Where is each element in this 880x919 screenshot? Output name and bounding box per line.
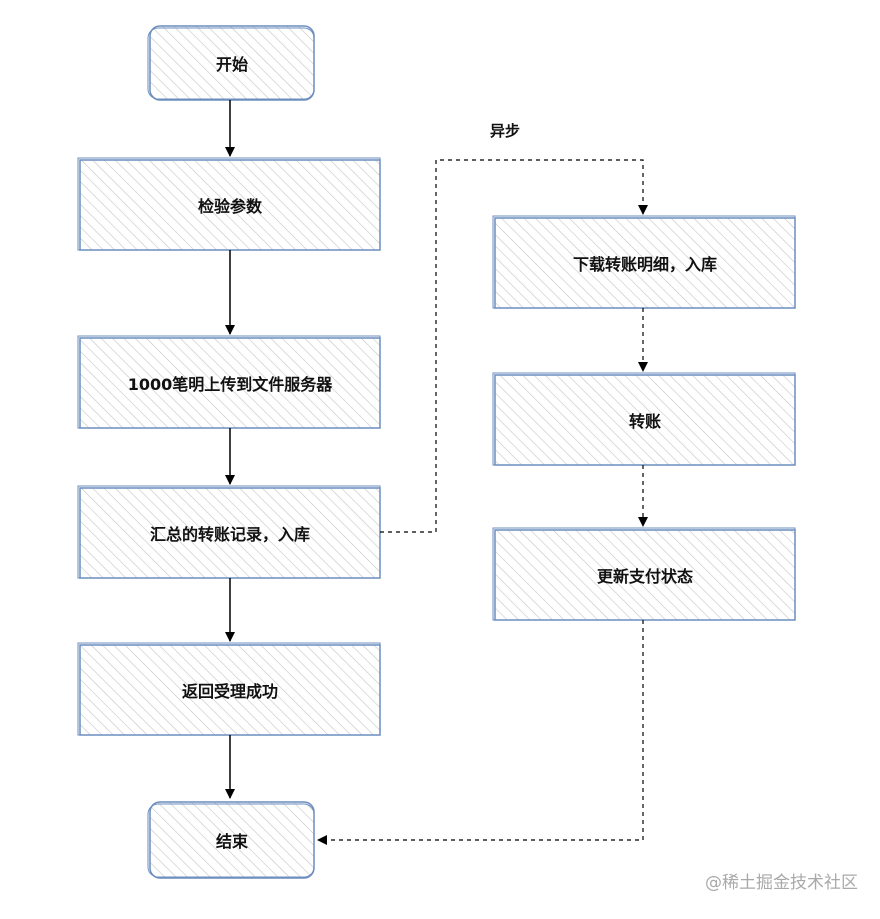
node-end xyxy=(147,801,315,879)
node-download-label: 下载转账明细，入库 xyxy=(572,255,717,274)
node-transfer xyxy=(492,372,796,466)
watermark-text: @稀土掘金技术社区 xyxy=(705,873,858,893)
node-summarize-label: 汇总的转账记录，入库 xyxy=(149,525,310,544)
node-update-status-label: 更新支付状态 xyxy=(596,567,693,586)
arrow-update-to-end xyxy=(317,620,644,845)
node-start xyxy=(147,25,315,101)
node-upload-label: 1000笔明上传到文件服务器 xyxy=(127,375,333,394)
node-validate xyxy=(77,157,381,251)
async-edge-label: 异步 xyxy=(490,122,521,140)
node-download xyxy=(492,215,796,309)
arrow-async-summarize-to-download xyxy=(380,159,648,533)
node-return-ok xyxy=(77,642,381,736)
node-return-ok-label: 返回受理成功 xyxy=(181,682,278,701)
node-transfer-label: 转账 xyxy=(628,412,661,431)
node-end-label: 结束 xyxy=(215,832,248,851)
node-validate-label: 检验参数 xyxy=(197,197,262,216)
node-start-label: 开始 xyxy=(215,55,248,74)
node-update-status xyxy=(492,527,796,621)
node-summarize xyxy=(77,485,381,579)
node-upload xyxy=(77,335,381,429)
